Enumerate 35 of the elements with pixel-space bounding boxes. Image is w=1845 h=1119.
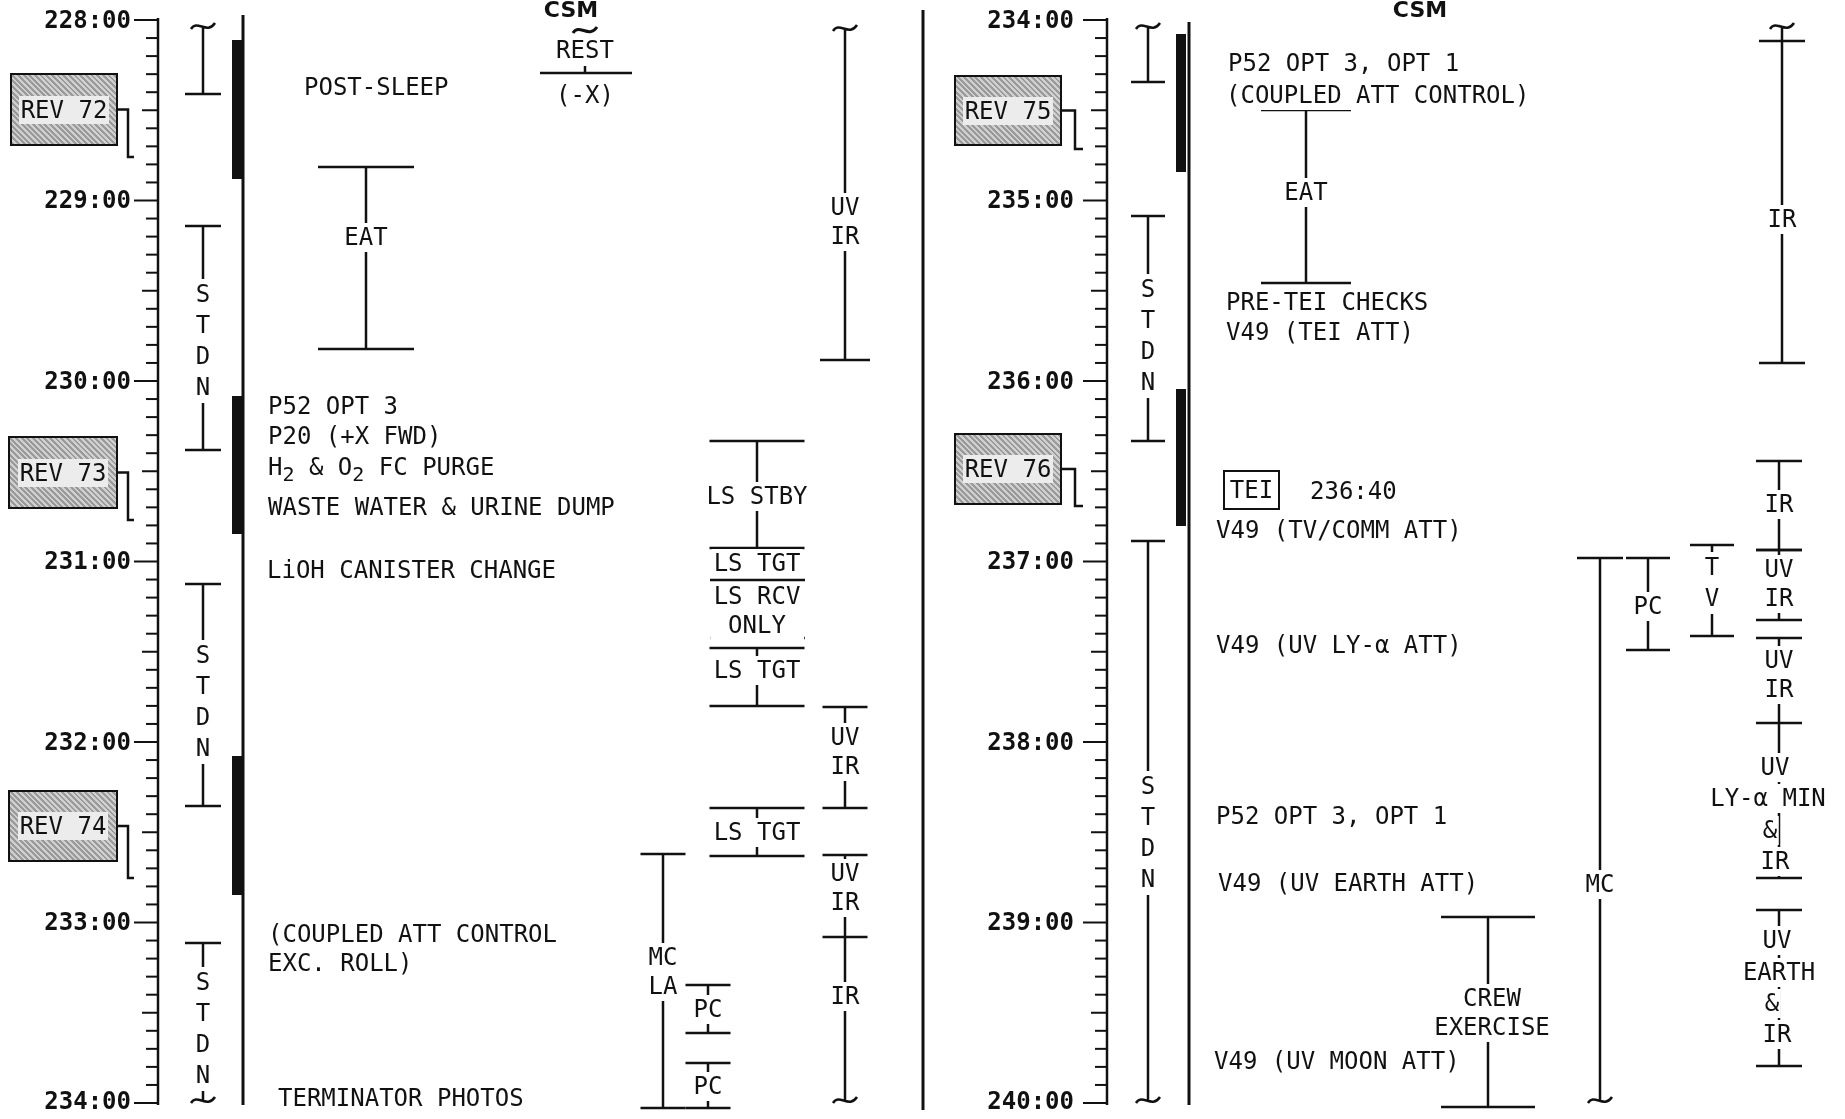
bracket-line [118,108,134,159]
time-label: 237:00 [986,547,1075,576]
time-label: 236:00 [986,366,1075,396]
time-label: 239:00 [986,908,1075,937]
revolution-box: REV 76 [954,433,1062,505]
time-axis [133,18,160,1105]
time-label: 238:00 [986,727,1075,757]
bracket-line [118,824,134,880]
time-label: 233:00 [43,908,132,937]
station-label: STDN [193,278,213,403]
revolution-box: REV 75 [954,75,1062,146]
time-label: 231:00 [43,547,132,576]
bracket-line [118,471,134,522]
activity-label: & [1760,815,1780,845]
time-label: 234:00 [43,1086,132,1116]
station-label: STDN [193,639,213,764]
time-label: 234:00 [986,5,1075,35]
revolution-box: REV 73 [8,436,118,509]
time-label: 229:00 [43,186,132,215]
time-label: 230:00 [43,366,132,396]
activity-label: & [1762,988,1782,1018]
time-label: 228:00 [43,5,132,35]
time-label: 240:00 [986,1086,1075,1116]
bracket-line [1062,467,1083,508]
time-axis [1082,18,1109,1105]
event-box: TEI [1223,470,1280,510]
station-label: STDN [1138,273,1158,398]
time-label: 235:00 [986,186,1075,215]
station-label: STDN [193,966,213,1091]
revolution-box: REV 74 [8,790,118,862]
station-label: STDN [1138,770,1158,895]
bracket-line [1062,109,1083,151]
activity-label: TV [1702,551,1722,614]
revolution-box: REV 72 [10,73,118,146]
time-label: 232:00 [43,727,132,757]
